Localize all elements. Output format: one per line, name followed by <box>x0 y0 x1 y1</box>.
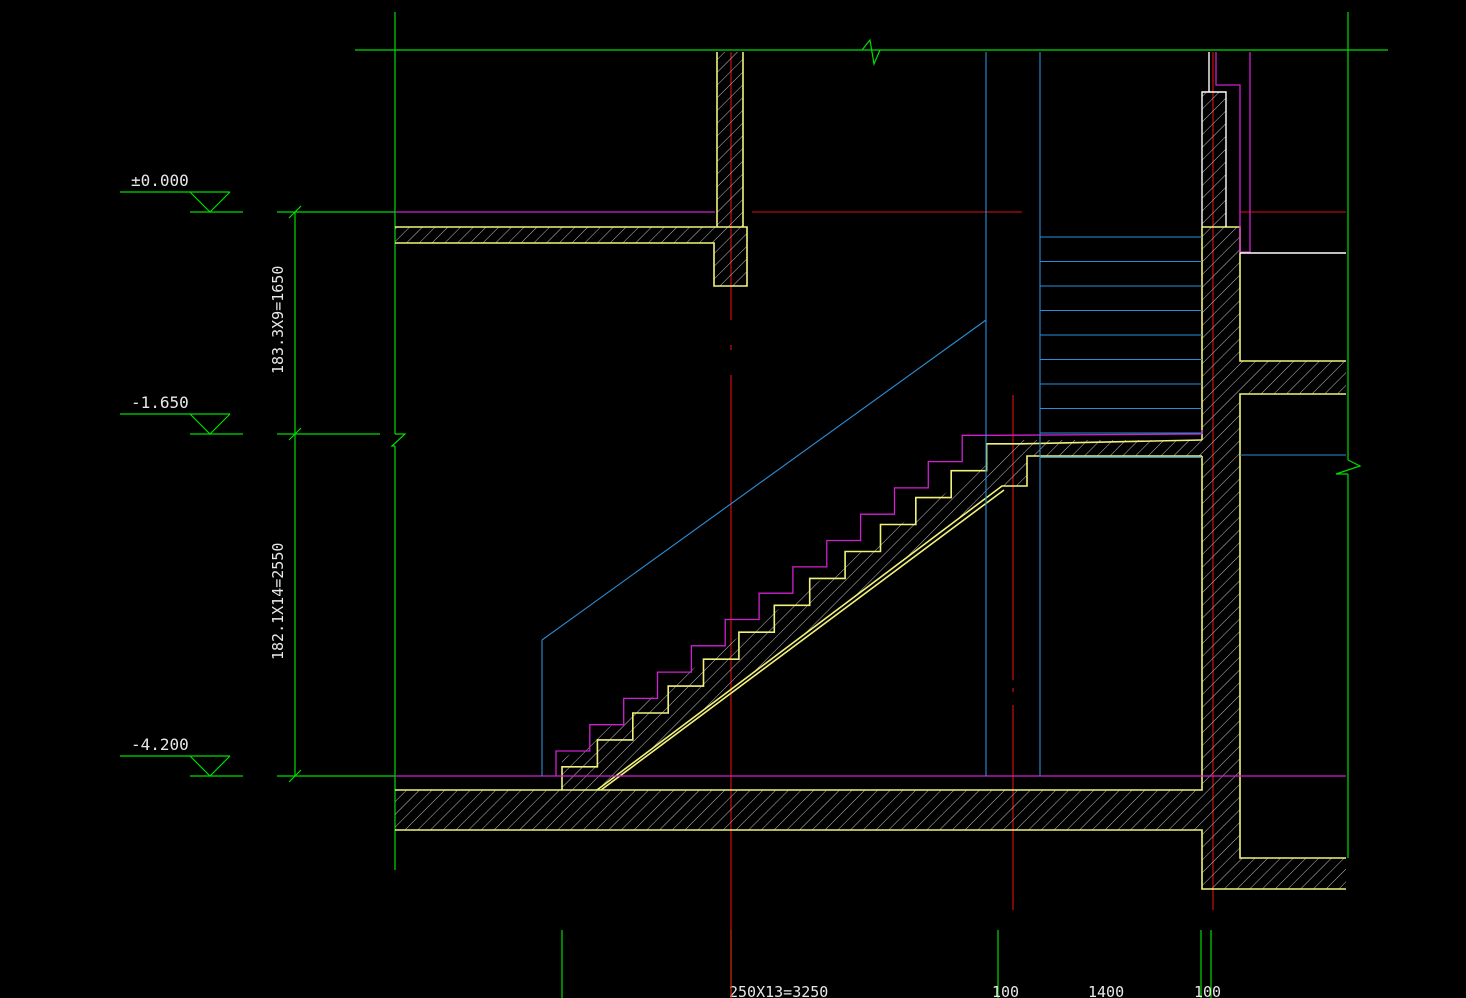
dimension-text-upper: 183.3X9=1650 <box>269 266 287 374</box>
concrete-outlines <box>395 52 1346 890</box>
white-lines <box>1201 52 1346 254</box>
elevation-label: -4.200 <box>131 735 189 754</box>
dimension-text-lower: 182.1X14=2550 <box>269 543 287 660</box>
dimension-lines <box>277 12 1388 998</box>
elevation-marker-1: -1.650 <box>120 393 243 435</box>
dimension-text-1400: 1400 <box>1088 983 1124 998</box>
dimension-text-run: 250X13=3250 <box>729 983 828 998</box>
elevation-marker-2: -4.200 <box>120 735 243 777</box>
finish-lines <box>395 52 1346 777</box>
dimension-text-100a: 100 <box>992 983 1019 998</box>
elevation-label: -1.650 <box>131 393 189 412</box>
concrete-hatch <box>395 52 1346 889</box>
elevation-marker-0: ±0.000 <box>120 171 243 213</box>
elevation-label: ±0.000 <box>131 171 189 190</box>
dimension-text-100b: 100 <box>1194 983 1221 998</box>
railing-lines <box>541 52 1346 776</box>
